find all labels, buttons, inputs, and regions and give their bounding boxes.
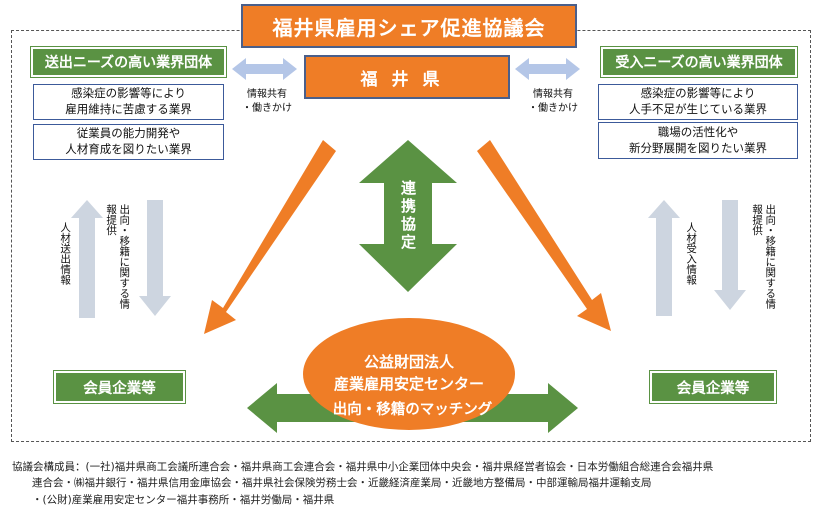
talent-send-info-label: 人材送出情報	[59, 222, 72, 285]
need-line: 従業員の能力開発や	[76, 126, 181, 141]
need-line: 職場の活性化や	[657, 124, 739, 139]
sending-need-box-1: 感染症の影響等により雇用維持に苦慮する業界	[33, 84, 224, 120]
footer-line: ・(公財)産業雇用安定センター福井事務所・福井労働局・福井県	[32, 493, 335, 506]
member-companies-left: 会員企業等	[53, 370, 186, 404]
double-arrow-left	[232, 58, 297, 80]
sending-need-box-2: 従業員の能力開発や人材育成を図りたい業界	[33, 124, 224, 160]
sending-industry-header: 送出ニーズの高い業界団体	[30, 46, 227, 78]
cooperation-label: 連携協定	[399, 180, 417, 252]
cooperation-arrow	[359, 140, 457, 292]
orange-arrow-left	[204, 140, 336, 334]
talent-receive-info-label: 人材受入情報	[685, 222, 698, 285]
prefecture-box: 福井県	[304, 55, 510, 99]
need-line: 新分野展開を図りたい業界	[629, 140, 767, 155]
footer-line: 協議会構成員：(一社)福井県商工会議所連合会・福井県商工会連合会・福井県中小企業…	[12, 461, 714, 473]
left-down-arrow	[139, 200, 171, 316]
left-up-arrow	[71, 200, 103, 318]
center-org-line2: 産業雇用安定センター	[333, 375, 484, 393]
need-line: 人材育成を図りたい業界	[65, 142, 192, 156]
center-org-line1: 公益財団法人	[363, 353, 454, 372]
council-members-footer: 協議会構成員：(一社)福井県商工会議所連合会・福井県商工会連合会・福井県中小企業…	[12, 459, 812, 508]
council-title: 福井県雇用シェア促進協議会	[241, 4, 577, 48]
info-share-label-left: 情報共有・働きかけ	[242, 89, 292, 114]
double-arrow-right	[515, 58, 580, 80]
info-share-label-right: 情報共有・働きかけ	[528, 89, 578, 114]
member-companies-right: 会員企業等	[649, 370, 777, 404]
right-down-arrow	[714, 200, 746, 310]
receiving-need-box-1: 感染症の影響等により人手不足が生じている業界	[598, 84, 798, 120]
left-transfer-info-label: 出向・移籍に関する情報提供	[105, 204, 131, 309]
need-line: 人手不足が生じている業界	[629, 102, 767, 116]
center-org-ellipse: 公益財団法人 産業雇用安定センター	[303, 318, 515, 430]
need-line: 感染症の影響等により	[640, 86, 756, 101]
receiving-need-box-2: 職場の活性化や新分野展開を図りたい業界	[598, 122, 798, 159]
right-transfer-info-label: 出向・移籍に関する情報提供	[751, 204, 777, 309]
need-line: 感染症の影響等により	[71, 86, 186, 101]
need-line: 雇用維持に苦慮する業界	[65, 102, 192, 116]
matching-label: 出向・移籍のマッチング	[332, 402, 493, 418]
orange-arrow-right	[477, 140, 611, 331]
footer-line: 連合会・㈱福井銀行・福井県信用金庫協会・福井県社会保険労務士会・近畿経済産業局・…	[32, 477, 652, 490]
receiving-industry-header: 受入ニーズの高い業界団体	[600, 46, 798, 78]
right-up-arrow	[648, 200, 680, 316]
